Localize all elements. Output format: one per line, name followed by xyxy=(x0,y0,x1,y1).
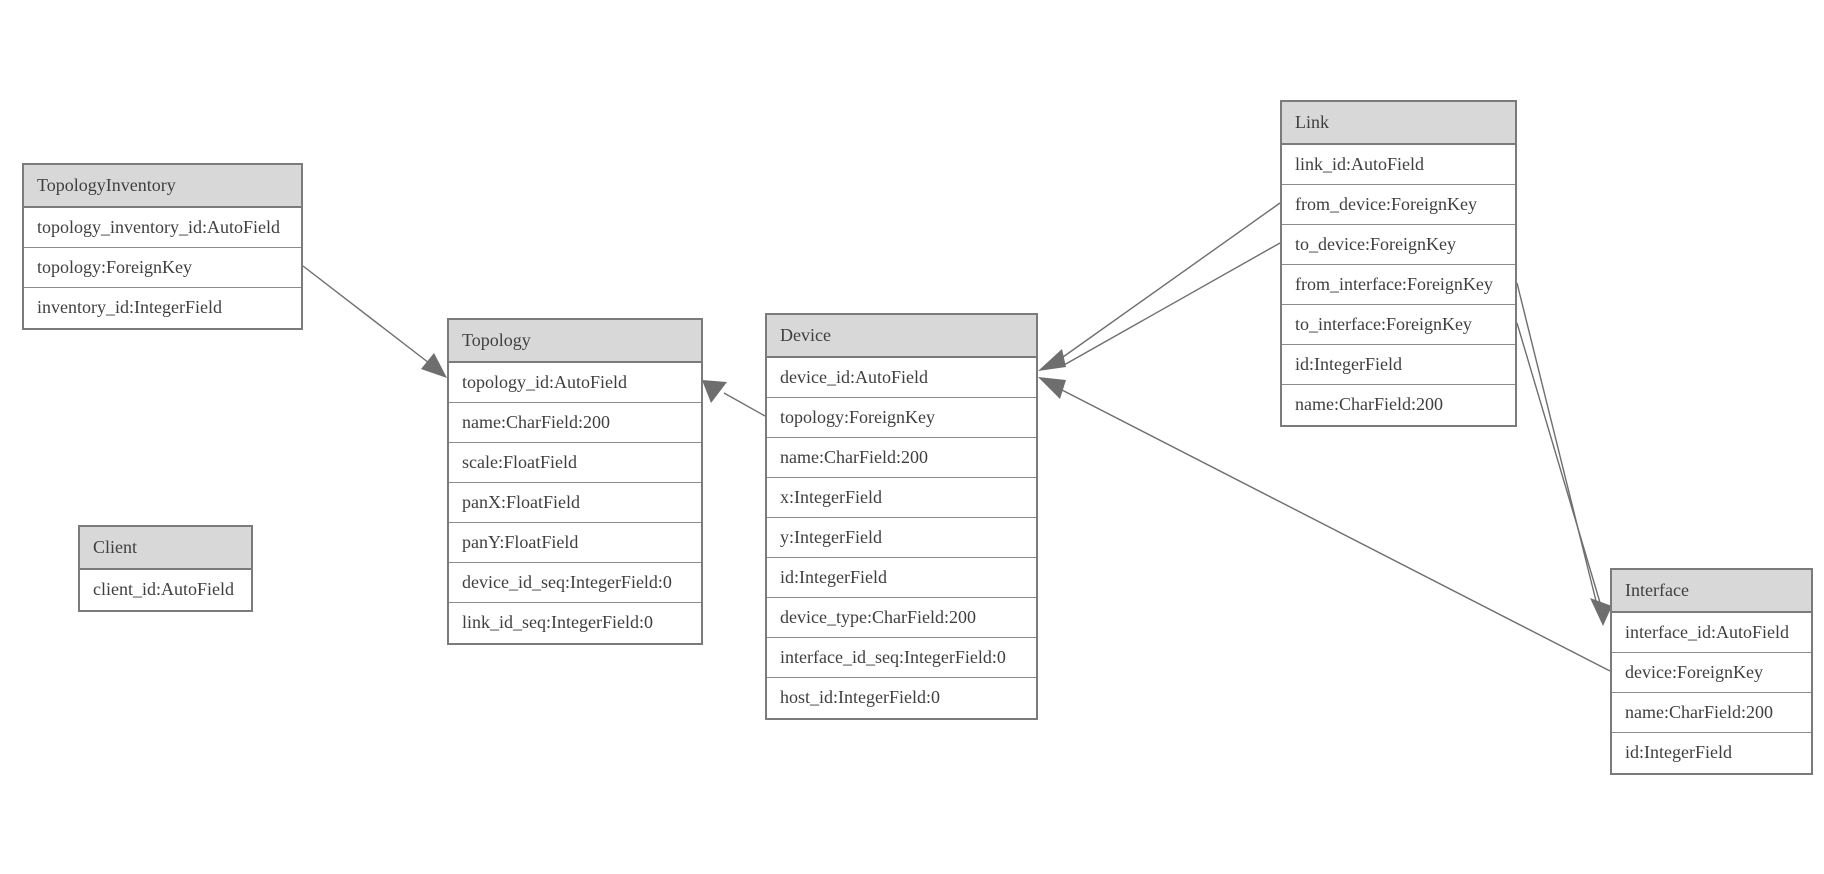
relation-line-link-from-device xyxy=(1062,202,1281,358)
entity-field-row: link_id:AutoField xyxy=(1282,145,1515,185)
entity-field-row: topology:ForeignKey xyxy=(24,248,301,288)
arrowhead-link-interface xyxy=(1590,598,1612,626)
entity-field-row: name:CharField:200 xyxy=(1282,385,1515,425)
entity-field-row: name:CharField:200 xyxy=(449,403,701,443)
entity-field-row: to_device:ForeignKey xyxy=(1282,225,1515,265)
entity-title: Interface xyxy=(1612,570,1811,613)
entity-field-row: device:ForeignKey xyxy=(1612,653,1811,693)
entity-field-row: interface_id:AutoField xyxy=(1612,613,1811,653)
entity-field-row: device_id:AutoField xyxy=(767,358,1036,398)
entity-field-row: panY:FloatField xyxy=(449,523,701,563)
relation-line-link-from-interface xyxy=(1516,282,1597,602)
relation-line-device-topology xyxy=(723,392,766,417)
entity-field-row: id:IntegerField xyxy=(767,558,1036,598)
entity-title: Client xyxy=(80,527,251,570)
entity-field-row: device_id_seq:IntegerField:0 xyxy=(449,563,701,603)
entity-field-row: to_interface:ForeignKey xyxy=(1282,305,1515,345)
entity-field-row: name:CharField:200 xyxy=(1612,693,1811,733)
arrowhead-link-device xyxy=(1038,349,1066,371)
entity-field-row: id:IntegerField xyxy=(1612,733,1811,773)
entity-field-row: panX:FloatField xyxy=(449,483,701,523)
entity-field-row: scale:FloatField xyxy=(449,443,701,483)
entity-field-row: x:IntegerField xyxy=(767,478,1036,518)
entity-field-row: host_id:IntegerField:0 xyxy=(767,678,1036,718)
entity-field-row: device_type:CharField:200 xyxy=(767,598,1036,638)
arrowhead-interface-device xyxy=(1038,377,1066,399)
relation-line-link-to-interface xyxy=(1516,322,1602,607)
entity-field-row: topology_id:AutoField xyxy=(449,363,701,403)
entity-field-row: id:IntegerField xyxy=(1282,345,1515,385)
entity-field-row: from_interface:ForeignKey xyxy=(1282,265,1515,305)
entity-title: Link xyxy=(1282,102,1515,145)
entity-field-row: topology:ForeignKey xyxy=(767,398,1036,438)
relation-line-interface-device xyxy=(1061,389,1611,672)
entity-field-row: from_device:ForeignKey xyxy=(1282,185,1515,225)
entity-field-row: topology_inventory_id:AutoField xyxy=(24,208,301,248)
entity-field-row: name:CharField:200 xyxy=(767,438,1036,478)
arrowhead-topologyinventory-topology xyxy=(421,353,447,378)
entity-field-row: inventory_id:IntegerField xyxy=(24,288,301,328)
relation-line-topologyinventory-topology xyxy=(302,265,430,364)
relation-line-link-to-device xyxy=(1063,242,1281,366)
entity-field-row: interface_id_seq:IntegerField:0 xyxy=(767,638,1036,678)
entity-field-row: client_id:AutoField xyxy=(80,570,251,610)
entity-field-row: link_id_seq:IntegerField:0 xyxy=(449,603,701,643)
arrowhead-device-topology xyxy=(702,380,727,403)
entity-title: Device xyxy=(767,315,1036,358)
entity-title: TopologyInventory xyxy=(24,165,301,208)
entity-title: Topology xyxy=(449,320,701,363)
entity-field-row: y:IntegerField xyxy=(767,518,1036,558)
